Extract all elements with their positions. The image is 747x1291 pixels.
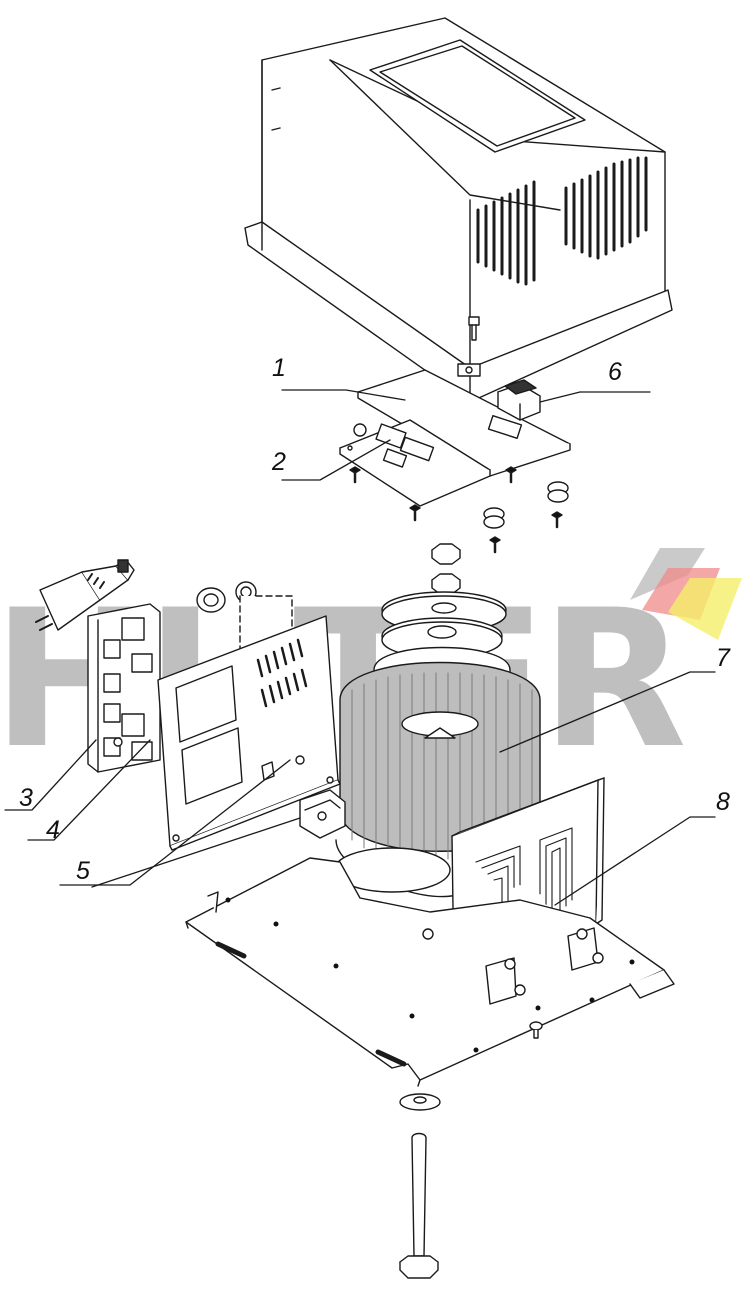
callout-4: 4 [46, 816, 60, 844]
part-transformer-coil [333, 661, 541, 898]
terminal-block [299, 789, 346, 839]
callout-3: 3 [19, 784, 33, 812]
base-screw [529, 1021, 543, 1039]
base-plate [185, 857, 675, 1087]
part-switch [497, 379, 541, 421]
callout-1: 1 [272, 354, 286, 382]
callout-7: 7 [716, 644, 731, 672]
mounting-brackets [485, 927, 604, 1005]
long-bolt [399, 1132, 439, 1279]
part-power-plug [35, 559, 135, 631]
callout-6: 6 [608, 358, 622, 386]
rubber-grommets [483, 481, 569, 529]
callout-8: 8 [716, 788, 730, 816]
housing-cover [244, 17, 673, 403]
leader-lines [4, 389, 716, 906]
board-screws [349, 466, 563, 554]
part-control-board [339, 419, 491, 507]
housing-screw [457, 316, 481, 377]
part-socket-block [87, 603, 161, 773]
housing-vent-right [564, 156, 648, 260]
washer [399, 1093, 441, 1111]
callout-5: 5 [76, 857, 90, 885]
housing-vent-left [476, 180, 536, 286]
part-side-panel [157, 615, 341, 851]
callout-2: 2 [271, 448, 286, 476]
callout-labels: 1 2 3 4 5 6 7 8 [19, 354, 731, 885]
transformer-nuts [431, 543, 461, 595]
